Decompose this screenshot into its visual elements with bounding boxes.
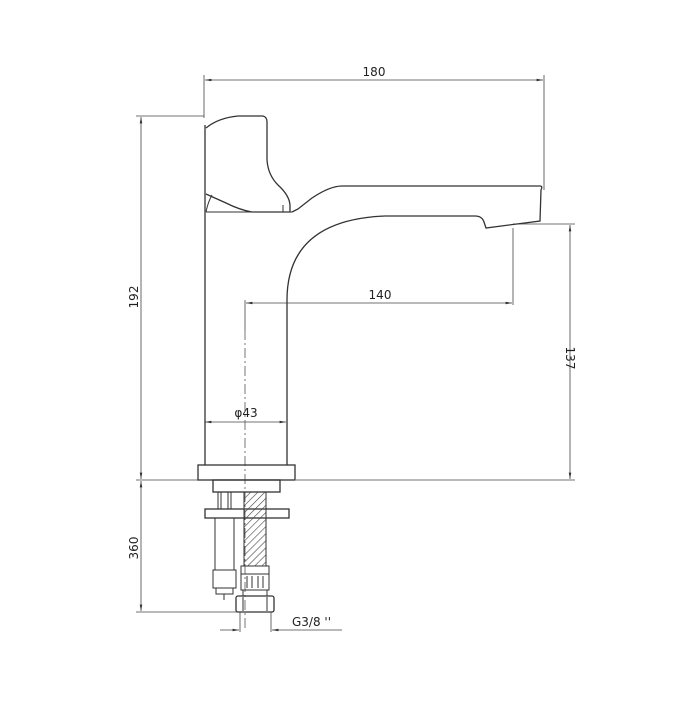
label-connection-thread: G3/8 '' — [292, 615, 331, 629]
dimension-spout-reach: 140 — [244, 228, 514, 330]
label-overall-length: 180 — [363, 65, 386, 79]
threaded-rod — [212, 491, 237, 600]
label-overall-height: 192 — [127, 286, 141, 309]
label-spout-reach: 140 — [369, 288, 392, 302]
dimension-connection-thread: G3/8 '' — [220, 612, 342, 632]
base-flange — [197, 464, 296, 493]
dimension-spout-height: 137 — [296, 223, 577, 481]
label-hose-length: 360 — [127, 537, 141, 560]
hose-nut — [235, 595, 275, 613]
faucet-body — [204, 125, 543, 465]
dimension-overall-length: 180 — [203, 65, 545, 190]
dimension-hose-length: 360 — [127, 481, 240, 613]
dimension-overall-height: 192 — [127, 115, 204, 481]
label-spout-height: 137 — [563, 347, 577, 370]
flexible-hose — [240, 491, 270, 597]
dimension-body-diameter: φ43 — [205, 406, 286, 424]
faucet-handle — [205, 115, 292, 213]
label-body-diameter: φ43 — [234, 406, 257, 420]
